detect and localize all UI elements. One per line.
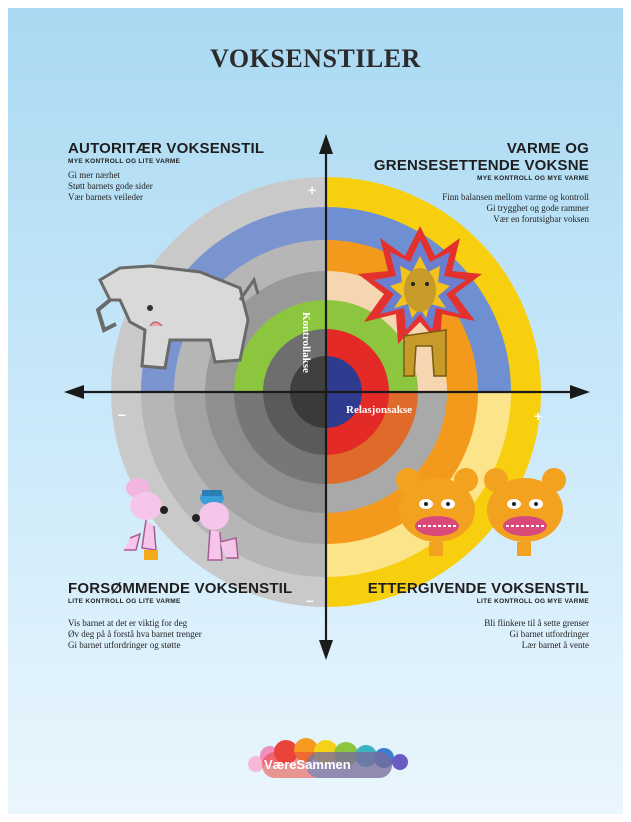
quadrant-title-permissive: ETTERGIVENDE VOKSENSTIL <box>367 580 589 597</box>
advice-line: Støtt barnets gode sider <box>68 181 153 191</box>
plus-sign-top: + <box>308 182 317 198</box>
quadrant-subtitle-permissive: LITE KONTROLL OG MYE VARME <box>476 598 589 605</box>
page-title: VOKSENSTILER <box>210 44 421 73</box>
minus-sign-left: – <box>118 406 126 422</box>
quadrant-advice-warm: Finn balansen mellom varme og kontroll G… <box>442 192 589 225</box>
advice-line: Bli flinkere til å sette grenser <box>484 618 589 628</box>
bears-illustration <box>396 468 566 556</box>
title-line: GRENSESETTENDE VOKSNE <box>373 157 589 174</box>
poster: VOKSENSTILER <box>8 8 623 814</box>
advice-line: Vær barnets veileder <box>68 192 143 202</box>
quadrant-subtitle-authoritarian: MYE KONTROLL OG LITE VARME <box>68 158 181 165</box>
advice-line: Gi barnet utfordringer <box>509 629 589 639</box>
lion-illustration <box>358 226 482 377</box>
elephant-illustration <box>95 264 260 370</box>
mice-illustration <box>124 478 239 561</box>
plus-sign-right: + <box>534 408 543 424</box>
quadrant-title-authoritarian: AUTORITÆR VOKSENSTIL <box>68 140 265 157</box>
advice-line: Gi barnet utfordringer og støtte <box>68 640 181 650</box>
minus-sign-bottom: – <box>306 592 314 608</box>
advice-line: Vær en forutsigbar voksen <box>493 214 589 224</box>
advice-line: Finn balansen mellom varme og kontroll <box>442 192 589 202</box>
quadrant-advice-permissive: Bli flinkere til å sette grenser Gi barn… <box>484 618 589 651</box>
advice-line: Øv deg på å forstå hva barnet trenger <box>68 629 202 639</box>
horizontal-axis-label: Relasjonsakse <box>346 404 413 416</box>
quadrant-subtitle-warm: MYE KONTROLL OG MYE VARME <box>477 175 589 182</box>
quadrant-advice-authoritarian: Gi mer nærhet Støtt barnets gode sider V… <box>68 170 153 203</box>
logo-vaeresammen <box>248 738 408 778</box>
quadrant-title-warm: VARME OG GRENSESETTENDE VOKSNE <box>374 140 589 174</box>
vertical-axis-label: Kontrollakse <box>300 312 312 373</box>
quadrant-title-neglectful: FORSØMMENDE VOKSENSTIL <box>68 580 293 597</box>
advice-line: Gi mer nærhet <box>68 170 120 180</box>
advice-line: Gi trygghet og gode rammer <box>486 203 589 213</box>
advice-line: Lær barnet å vente <box>521 640 589 650</box>
circle-diagram <box>64 134 590 778</box>
title-line: VARME OG <box>506 140 589 157</box>
quadrant-subtitle-neglectful: LITE KONTROLL OG LITE VARME <box>68 598 181 605</box>
quadrant-advice-neglectful: Vis barnet at det er viktig for deg Øv d… <box>68 618 202 651</box>
logo-text: VæreSammen <box>264 757 351 772</box>
advice-line: Vis barnet at det er viktig for deg <box>68 618 188 628</box>
axes <box>64 134 590 660</box>
